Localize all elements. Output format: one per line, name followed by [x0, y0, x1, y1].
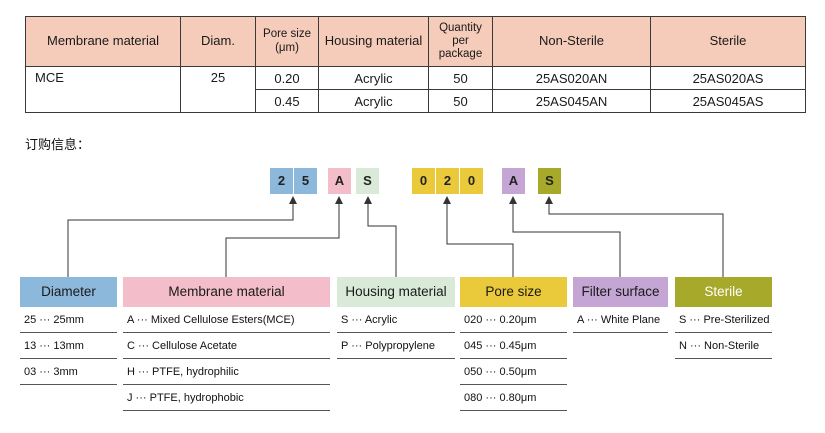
category-item: S ··· Pre-Sterilized [675, 307, 772, 333]
category-item: 045 ··· 0.45μm [460, 333, 567, 359]
category-item: 080 ··· 0.80μm [460, 385, 567, 411]
category-header-pore-size: Pore size [460, 277, 567, 307]
cell-quantity: 50 [428, 89, 493, 113]
category-item: A ··· White Plane [573, 307, 668, 333]
category-filter-surface: Filter surface A ··· White Plane [573, 277, 668, 333]
category-housing-material: Housing material S ··· Acrylic P ··· Pol… [337, 277, 455, 359]
cell-housing-material: Acrylic [318, 89, 429, 113]
category-item: J ··· PTFE, hydrophobic [123, 385, 330, 411]
category-item: A ··· Mixed Cellulose Esters(MCE) [123, 307, 330, 333]
category-item: 25 ··· 25mm [20, 307, 117, 333]
code-box-pore-size-digit-1: 0 [412, 168, 435, 194]
col-header-membrane-material: Membrane material [25, 16, 181, 67]
code-box-sterile: S [538, 168, 561, 194]
col-header-diameter: Diam. [180, 16, 256, 67]
col-header-housing-material: Housing material [318, 16, 429, 67]
cell-pore-size: 0.45 [255, 89, 319, 113]
category-sterile: Sterile S ··· Pre-Sterilized N ··· Non-S… [675, 277, 772, 359]
col-header-non-sterile: Non-Sterile [492, 16, 651, 67]
category-header-membrane-material: Membrane material [123, 277, 330, 307]
category-item: N ··· Non-Sterile [675, 333, 772, 359]
category-header-diameter: Diameter [20, 277, 117, 307]
category-pore-size: Pore size 020 ··· 0.20μm 045 ··· 0.45μm … [460, 277, 567, 411]
category-diameter: Diameter 25 ··· 25mm 13 ··· 13mm 03 ··· … [20, 277, 117, 385]
code-box-filter-surface: A [502, 168, 525, 194]
cell-pore-size: 0.20 [255, 66, 319, 90]
category-membrane-material: Membrane material A ··· Mixed Cellulose … [123, 277, 330, 411]
category-item: 03 ··· 3mm [20, 359, 117, 385]
code-box-pore-size-digit-2: 2 [436, 168, 459, 194]
cell-non-sterile-part-number: 25AS020AN [492, 66, 651, 90]
spec-table: Membrane material Diam. Pore size (μm) H… [25, 16, 806, 113]
cell-diameter: 25 [180, 66, 256, 113]
category-item: 020 ··· 0.20μm [460, 307, 567, 333]
cell-quantity: 50 [428, 66, 493, 90]
col-header-quantity: Quantity per package [428, 16, 493, 67]
code-box-membrane-material: A [328, 168, 351, 194]
table-row: MCE 25 0.20 Acrylic 50 25AS020AN 25AS020… [25, 66, 806, 113]
spec-header-row: Membrane material Diam. Pore size (μm) H… [25, 16, 806, 67]
category-item: S ··· Acrylic [337, 307, 455, 333]
col-header-pore-size: Pore size (μm) [255, 16, 319, 67]
table-row: 0.45 Acrylic 50 25AS045AN 25AS045AS [26, 89, 806, 113]
category-item: 13 ··· 13mm [20, 333, 117, 359]
cell-non-sterile-part-number: 25AS045AN [492, 89, 651, 113]
category-header-housing-material: Housing material [337, 277, 455, 307]
code-box-pore-size-digit-3: 0 [460, 168, 483, 194]
code-box-housing-material: S [356, 168, 379, 194]
order-info-label: 订购信息： [25, 137, 91, 152]
cell-housing-material: Acrylic [318, 66, 429, 90]
category-item: P ··· Polypropylene [337, 333, 455, 359]
cell-sterile-part-number: 25AS045AS [650, 89, 806, 113]
category-item: H ··· PTFE, hydrophilic [123, 359, 330, 385]
code-box-diameter-digit-2: 5 [294, 168, 317, 194]
category-item: 050 ··· 0.50μm [460, 359, 567, 385]
cell-membrane-material: MCE [25, 66, 181, 113]
category-header-filter-surface: Filter surface [573, 277, 668, 307]
cell-sterile-part-number: 25AS020AS [650, 66, 806, 90]
category-header-sterile: Sterile [675, 277, 772, 307]
category-item: C ··· Cellulose Acetate [123, 333, 330, 359]
code-box-diameter-digit-1: 2 [270, 168, 293, 194]
col-header-sterile: Sterile [650, 16, 806, 67]
